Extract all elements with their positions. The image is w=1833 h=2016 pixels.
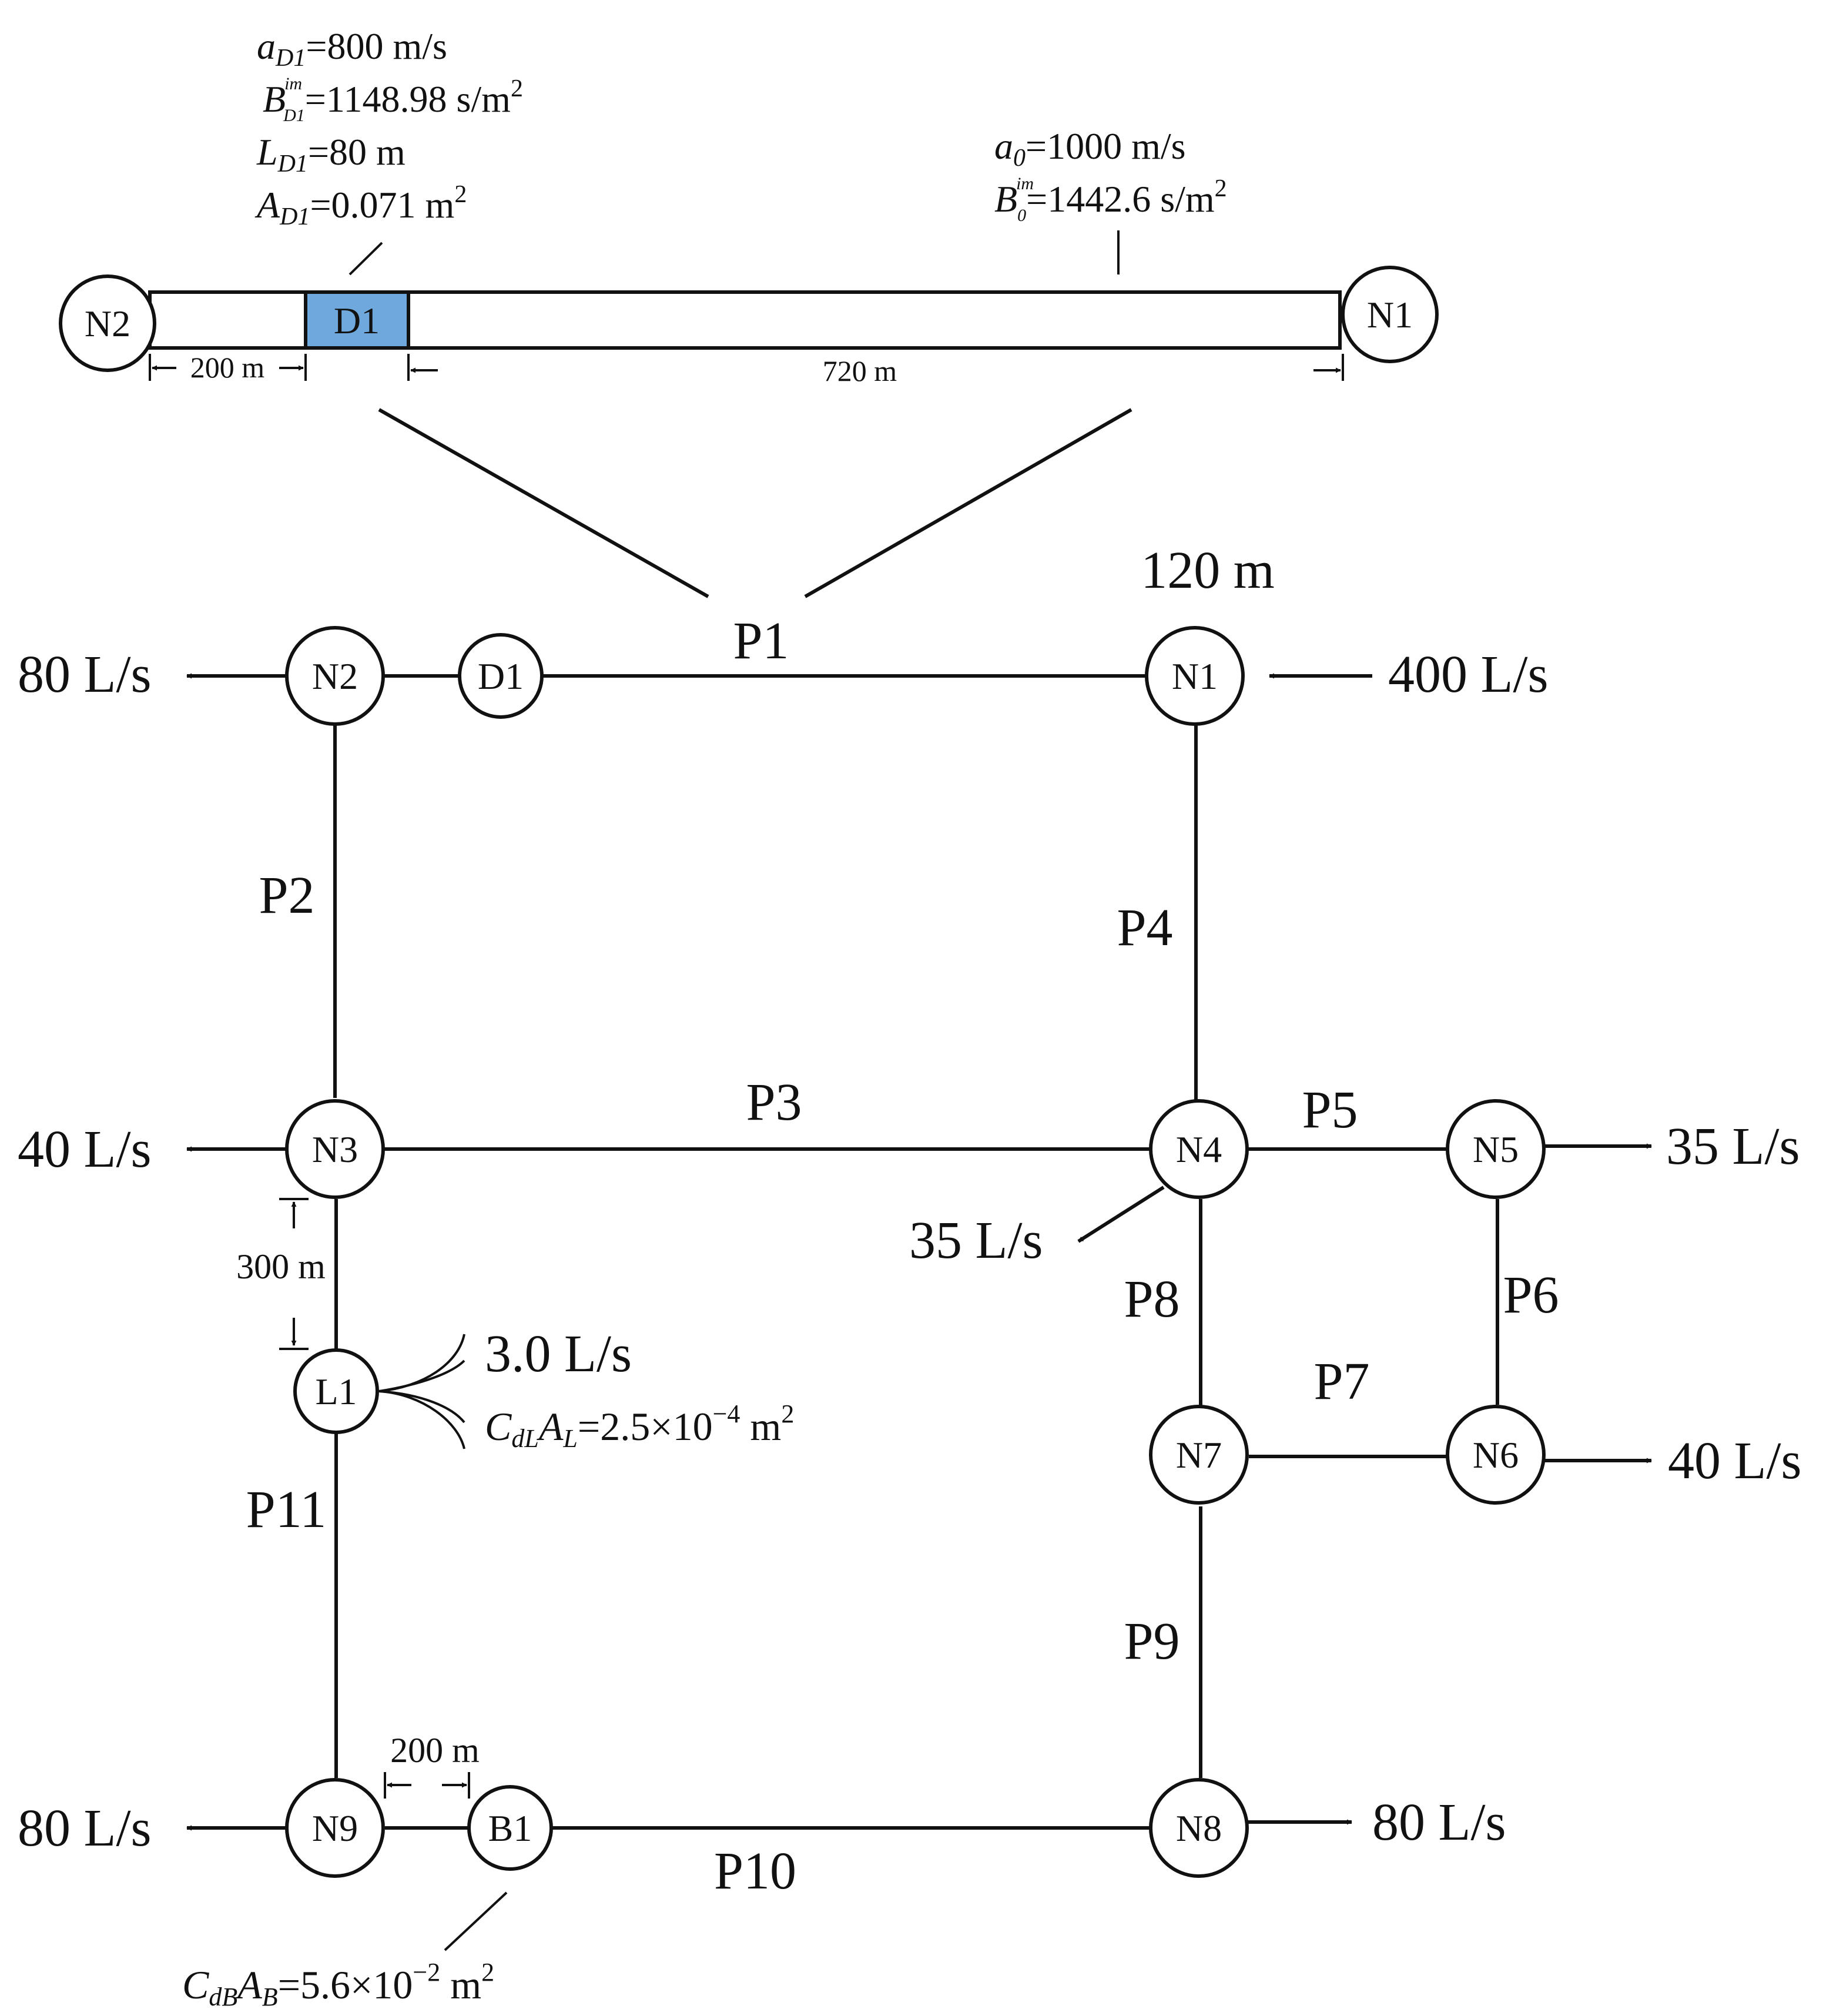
flow-n9-out-label: 80 L/s bbox=[18, 1799, 152, 1857]
node-n9-label: N9 bbox=[312, 1807, 358, 1849]
device-wave-speed: aD1=800 m/s bbox=[257, 25, 447, 72]
node-n6-label: N6 bbox=[1473, 1434, 1519, 1476]
leak-flow-label: 3.0 L/s bbox=[485, 1325, 632, 1383]
burst-b1 bbox=[467, 1785, 553, 1871]
dim-300-label: 300 m bbox=[236, 1247, 326, 1286]
pipe-p2-label: P2 bbox=[259, 866, 314, 925]
flow-n1-in-label: 400 L/s bbox=[1388, 645, 1549, 704]
leak-spray-icon bbox=[378, 1334, 465, 1449]
dim-200-label: 200 m bbox=[390, 1731, 480, 1770]
inset-device-leader bbox=[348, 242, 383, 276]
pipe-p5-label: P5 bbox=[1302, 1081, 1358, 1139]
zoom-line-left bbox=[378, 408, 709, 598]
device-d1-label: D1 bbox=[478, 655, 524, 697]
pipe-p4-label: P4 bbox=[1117, 899, 1172, 957]
leak-l1-label: L1 bbox=[315, 1371, 357, 1412]
burst-leader bbox=[444, 1891, 508, 1951]
node-n1-label: N1 bbox=[1172, 655, 1218, 697]
node-n2-label: N2 bbox=[312, 655, 358, 697]
leak-l1 bbox=[293, 1348, 379, 1434]
flow-n5-out-label: 35 L/s bbox=[1666, 1117, 1800, 1176]
node-n8 bbox=[1149, 1778, 1249, 1878]
burst-b1-label: B1 bbox=[488, 1807, 532, 1849]
node-n5 bbox=[1446, 1099, 1546, 1199]
zoom-line-right bbox=[804, 408, 1132, 598]
device-area: AD1=0.071 m2 bbox=[254, 181, 467, 230]
flow-n8-out-label: 80 L/s bbox=[1372, 1793, 1506, 1851]
node-n7 bbox=[1149, 1405, 1249, 1505]
pipe-p7-label: P7 bbox=[1313, 1352, 1369, 1411]
inset-node-n2 bbox=[59, 274, 156, 372]
pipe-p6-label: P6 bbox=[1503, 1266, 1559, 1324]
pipe-p8-label: P8 bbox=[1124, 1270, 1179, 1328]
pipe-p10-label: P10 bbox=[714, 1842, 796, 1900]
inset-device-d1 bbox=[304, 290, 410, 350]
inset-node-n1 bbox=[1341, 266, 1439, 363]
node-n3-label: N3 bbox=[312, 1128, 358, 1170]
inset-dim-left-label: 200 m bbox=[190, 351, 265, 384]
inset-dim-right-label: 720 m bbox=[823, 354, 897, 387]
node-n1 bbox=[1145, 626, 1245, 726]
pipe-p3-label: P3 bbox=[746, 1073, 802, 1131]
flow-n4-out-arrow bbox=[1077, 1186, 1165, 1243]
leak-coefficient: CdLAL=2.5×10−4 m2 bbox=[485, 1399, 794, 1453]
network: P1 P2 P3 P4 P5 P6 P7 P8 P9 P10 P11 N1 N2… bbox=[18, 541, 1802, 2011]
inset-node-n1-label: N1 bbox=[1367, 294, 1413, 336]
node-n8-label: N8 bbox=[1176, 1807, 1222, 1849]
node-n5-label: N5 bbox=[1473, 1128, 1519, 1170]
burst-coefficient: CdBAB=5.6×10−2 m2 bbox=[182, 1958, 494, 2011]
node-n4-label: N4 bbox=[1176, 1128, 1222, 1170]
inset-node-n2-label: N2 bbox=[85, 303, 130, 344]
inset-device-label: D1 bbox=[334, 300, 380, 341]
pipe-p1-label: P1 bbox=[733, 612, 789, 670]
flow-n3-out-label: 40 L/s bbox=[18, 1120, 152, 1178]
pipe-p11-label: P11 bbox=[246, 1481, 327, 1539]
device-length: LD1=80 m bbox=[256, 131, 406, 178]
node-n7-label: N7 bbox=[1176, 1434, 1222, 1476]
flow-n2-out-label: 80 L/s bbox=[18, 645, 152, 704]
head-n1-label: 120 m bbox=[1141, 541, 1275, 600]
flow-n6-out-label: 40 L/s bbox=[1668, 1432, 1802, 1490]
node-n6 bbox=[1446, 1405, 1546, 1505]
flow-n4-out-label: 35 L/s bbox=[909, 1211, 1043, 1270]
node-n4 bbox=[1149, 1099, 1249, 1199]
pipe-wave-speed: a0=1000 m/s bbox=[994, 125, 1186, 172]
device-d1 bbox=[458, 633, 544, 719]
pipe-p9-label: P9 bbox=[1124, 1612, 1179, 1670]
